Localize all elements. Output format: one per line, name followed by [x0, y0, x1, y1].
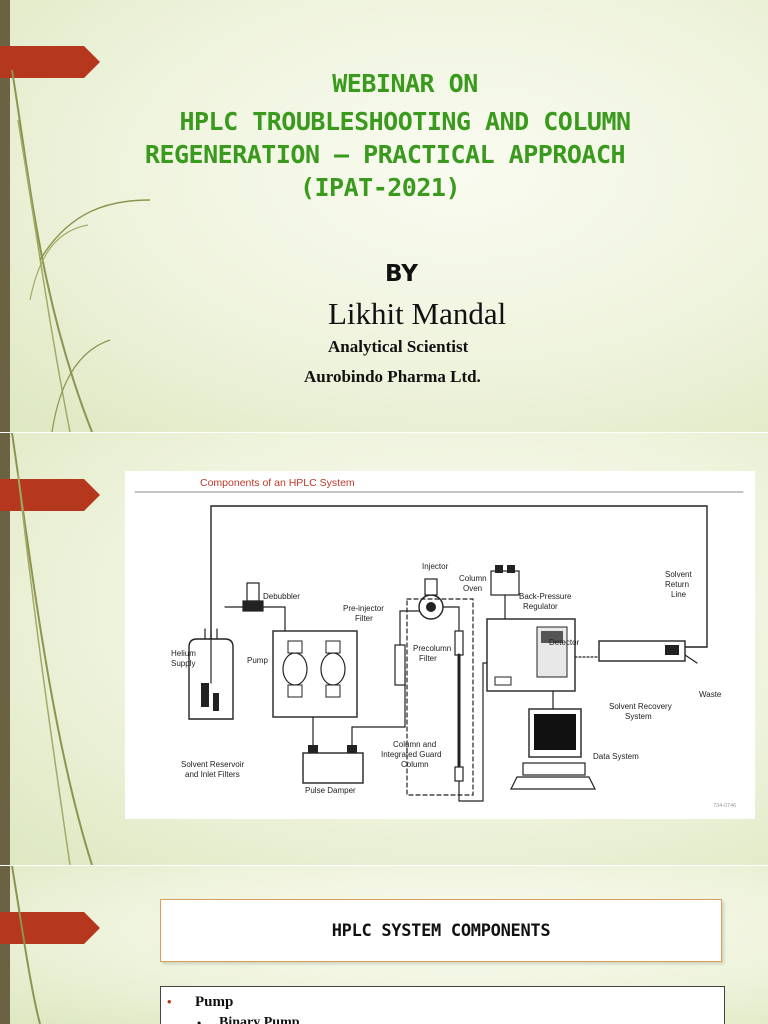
- bullet-icon: •: [167, 994, 172, 1009]
- slide-title-line-1: Webinar on: [332, 69, 478, 98]
- slide-title-line-4: (IPAT-2021): [299, 173, 461, 202]
- author-company: Aurobindo Pharma Ltd.: [304, 367, 481, 386]
- slide-title-line-2: HPLC troubleshooting and column: [179, 107, 631, 136]
- label-preinjector-1: Pre-injector: [343, 604, 384, 613]
- diagram-slide: Components of an HPLC System: [0, 433, 768, 865]
- label-preinjector-2: Filter: [355, 614, 373, 623]
- left-accent-bar: [0, 0, 10, 432]
- arrow-tab: [0, 479, 100, 511]
- label-pump: Pump: [247, 656, 268, 665]
- list-item-label: Pump: [195, 993, 234, 1010]
- components-heading: HPLC System Components: [331, 920, 551, 941]
- list-item: • Pump: [167, 991, 724, 1013]
- label-guard-1: Column and: [393, 740, 436, 749]
- preinjector-filter: [394, 610, 422, 686]
- label-precolumn-2: Filter: [419, 654, 437, 663]
- components-slide: HPLC System Components • Pump • Binary P…: [0, 866, 768, 1024]
- label-figure-code: 734-0746: [713, 803, 736, 809]
- label-back-pressure-2: Regulator: [523, 602, 558, 611]
- arrow-tab: [0, 912, 100, 944]
- pump: [272, 630, 358, 718]
- components-list: • Pump • Binary Pump: [160, 986, 725, 1024]
- back-pressure-regulator: [490, 565, 520, 620]
- hplc-system-diagram: Components of an HPLC System: [125, 471, 755, 819]
- label-helium-1: Helium: [171, 649, 196, 658]
- debubbler: [224, 582, 286, 632]
- label-back-pressure-1: Back-Pressure: [519, 592, 572, 601]
- data-system-computer: [510, 690, 596, 790]
- label-guard-2: Integrated Guard: [381, 750, 441, 759]
- components-heading-box: HPLC System Components: [160, 899, 722, 962]
- label-column-oven-1: Column: [459, 574, 487, 583]
- label-detector: Detector: [549, 638, 580, 647]
- label-precolumn-1: Precolumn: [413, 644, 451, 653]
- sub-list-item: • Binary Pump: [167, 1013, 724, 1024]
- label-reservoir-1: Solvent Reservoir: [181, 760, 244, 769]
- slide-title-line-3: regeneration – Practical Approach: [144, 140, 626, 169]
- solvent-recovery-system: [598, 640, 698, 664]
- label-injector: Injector: [422, 562, 449, 571]
- column: [442, 606, 488, 802]
- label-helium-2: Supply: [171, 659, 195, 668]
- diagram-title: Components of an HPLC System: [200, 477, 355, 489]
- injector: [418, 578, 444, 620]
- label-recovery-1: Solvent Recovery: [609, 702, 672, 711]
- pulse-damper: [302, 670, 406, 784]
- title-slide: Webinar on HPLC troubleshooting and colu…: [0, 0, 768, 432]
- label-column-oven-2: Oven: [463, 584, 482, 593]
- label-solvent-return-1: Solvent: [665, 570, 692, 579]
- sub-list-item-label: Binary Pump: [219, 1015, 300, 1024]
- detector: [486, 618, 600, 692]
- solvent-reservoir: [188, 628, 234, 720]
- label-pulse-damper: Pulse Damper: [305, 786, 356, 795]
- label-debubbler: Debubbler: [263, 592, 300, 601]
- left-accent-bar: [0, 866, 10, 1024]
- label-data-system: Data System: [593, 752, 639, 761]
- author-role: Analytical Scientist: [328, 337, 469, 356]
- label-solvent-return-2: Return: [665, 580, 689, 589]
- label-reservoir-2: and Inlet Filters: [185, 770, 240, 779]
- label-waste: Waste: [699, 690, 722, 699]
- label-solvent-return-3: Line: [671, 590, 687, 599]
- left-accent-bar: [0, 433, 10, 865]
- author-name: Likhit Mandal: [328, 296, 507, 331]
- label-recovery-2: System: [625, 712, 652, 721]
- bullet-icon: •: [197, 1015, 202, 1024]
- label-guard-3: Column: [401, 760, 429, 769]
- column-oven: [406, 598, 474, 796]
- by-label: BY: [385, 261, 418, 287]
